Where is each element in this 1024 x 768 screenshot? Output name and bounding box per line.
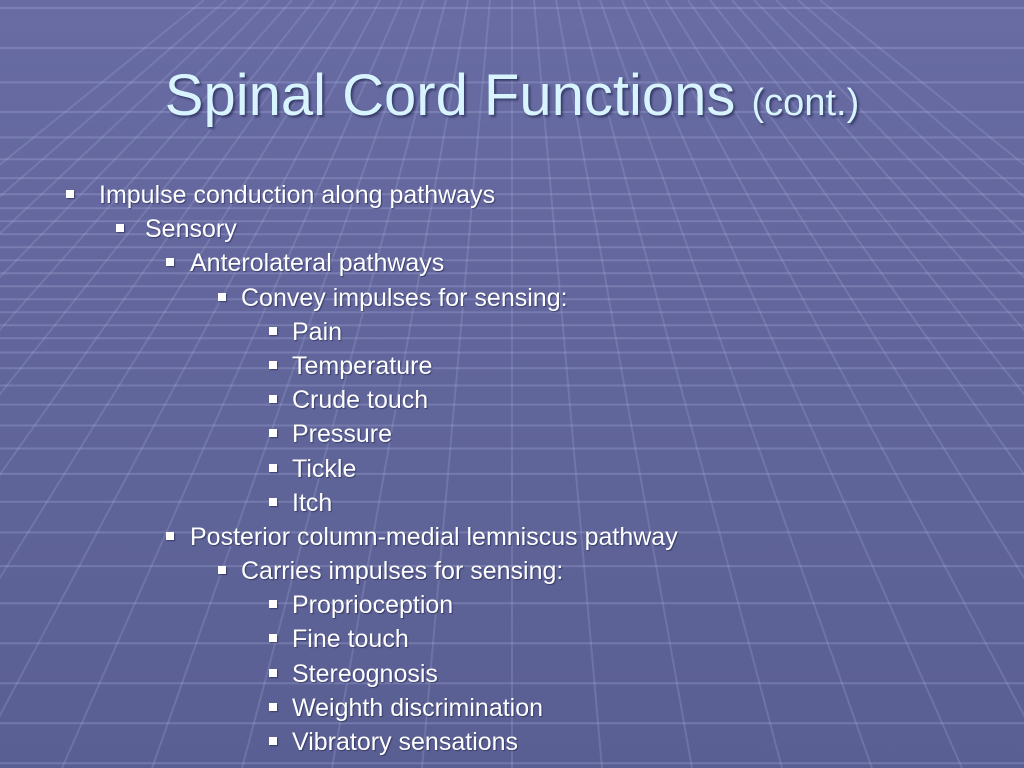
grid-line bbox=[731, 0, 1024, 332]
bullet-item: Convey impulses for sensing: bbox=[0, 281, 1024, 315]
grid-line bbox=[753, 0, 1024, 279]
grid-line bbox=[709, 0, 1024, 396]
bullet-text: Impulse conduction along pathways bbox=[99, 181, 496, 209]
bullet-text: Crude touch bbox=[292, 386, 429, 415]
grid-line bbox=[0, 0, 315, 396]
bullet-text: Pressure bbox=[292, 420, 393, 449]
bullet-item: Vibratory sensations bbox=[0, 725, 1024, 759]
bullet-text: Pain bbox=[292, 317, 343, 346]
grid-line bbox=[643, 0, 1024, 718]
square-bullet-icon bbox=[269, 360, 277, 369]
bullet-item: Pressure bbox=[0, 417, 1024, 451]
bullet-text: Proprioception bbox=[292, 591, 454, 620]
grid-line bbox=[797, 0, 1024, 198]
grid-line bbox=[331, 0, 469, 768]
square-bullet-icon bbox=[269, 463, 277, 472]
bullet-text: Temperature bbox=[292, 351, 433, 380]
square-bullet-icon bbox=[269, 429, 277, 438]
bullet-text: Tickle bbox=[292, 454, 357, 483]
grid-line bbox=[0, 0, 337, 477]
bullet-item: Crude touch bbox=[0, 383, 1024, 417]
grid-line bbox=[61, 0, 403, 768]
square-bullet-icon bbox=[269, 668, 277, 677]
grid-line bbox=[775, 0, 1024, 235]
bullet-item: Weighth discrimination bbox=[0, 691, 1024, 725]
bullet-text: Anterolateral pathways bbox=[190, 249, 445, 278]
square-bullet-icon bbox=[166, 531, 174, 540]
grid-line bbox=[687, 0, 1024, 477]
bullet-item: Stereognosis bbox=[0, 657, 1024, 691]
slide-title: Spinal Cord Functions (cont.) bbox=[0, 56, 1024, 143]
grid-line bbox=[533, 0, 603, 768]
bullet-item: Impulse conduction along pathways bbox=[0, 178, 1024, 212]
grid-line bbox=[421, 0, 491, 768]
bullet-text: Weighth discrimination bbox=[292, 693, 544, 722]
slide-title-suffix: (cont.) bbox=[751, 82, 860, 124]
bullet-text: Itch bbox=[292, 488, 333, 517]
grid-line bbox=[0, 0, 271, 279]
square-bullet-icon bbox=[166, 258, 174, 267]
bullet-item: Carries impulses for sensing: bbox=[0, 554, 1024, 588]
bullet-text: Convey impulses for sensing: bbox=[241, 283, 568, 312]
square-bullet-icon bbox=[269, 702, 277, 711]
square-bullet-icon bbox=[269, 737, 277, 745]
square-bullet-icon bbox=[269, 497, 277, 506]
bullet-text: Carries impulses for sensing: bbox=[241, 557, 564, 586]
grid-line bbox=[151, 0, 425, 768]
bullet-item: Pain bbox=[0, 315, 1024, 349]
square-bullet-icon bbox=[269, 326, 277, 335]
bullet-item: Temperature bbox=[0, 349, 1024, 383]
bullet-text: Posterior column-medial lemniscus pathwa… bbox=[190, 522, 678, 551]
bullet-item: Proprioception bbox=[0, 588, 1024, 622]
bullet-text: Sensory bbox=[145, 215, 237, 244]
grid-line bbox=[555, 0, 693, 768]
square-bullet-icon bbox=[269, 600, 277, 609]
bullet-list: Impulse conduction along pathways Sensor… bbox=[0, 178, 1024, 759]
bullet-text: Stereognosis bbox=[292, 659, 438, 688]
bullet-item: Tickle bbox=[0, 452, 1024, 486]
grid-line bbox=[0, 0, 205, 166]
grid-line bbox=[577, 0, 783, 768]
square-bullet-icon bbox=[66, 190, 74, 198]
square-bullet-icon bbox=[269, 634, 277, 643]
grid-line bbox=[621, 0, 963, 768]
grid-line bbox=[665, 0, 1024, 580]
square-bullet-icon bbox=[116, 224, 124, 233]
grid-line bbox=[0, 0, 227, 198]
grid-line bbox=[0, 0, 249, 235]
grid-line bbox=[599, 0, 873, 768]
square-bullet-icon bbox=[269, 395, 277, 404]
bullet-item: Anterolateral pathways bbox=[0, 246, 1024, 280]
square-bullet-icon bbox=[218, 292, 226, 301]
grid-line bbox=[819, 0, 1024, 166]
bullet-text: Fine touch bbox=[292, 625, 409, 654]
grid-line bbox=[0, 0, 359, 580]
bullet-text: Vibratory sensations bbox=[292, 728, 519, 756]
slide-title-main: Spinal Cord Functions bbox=[164, 63, 736, 128]
bullet-item: Itch bbox=[0, 486, 1024, 520]
grid-line bbox=[0, 0, 293, 332]
grid-line bbox=[0, 0, 381, 718]
bullet-item: Posterior column-medial lemniscus pathwa… bbox=[0, 520, 1024, 554]
bullet-item: Fine touch bbox=[0, 622, 1024, 656]
bullet-item: Sensory bbox=[0, 212, 1024, 246]
square-bullet-icon bbox=[218, 566, 226, 575]
